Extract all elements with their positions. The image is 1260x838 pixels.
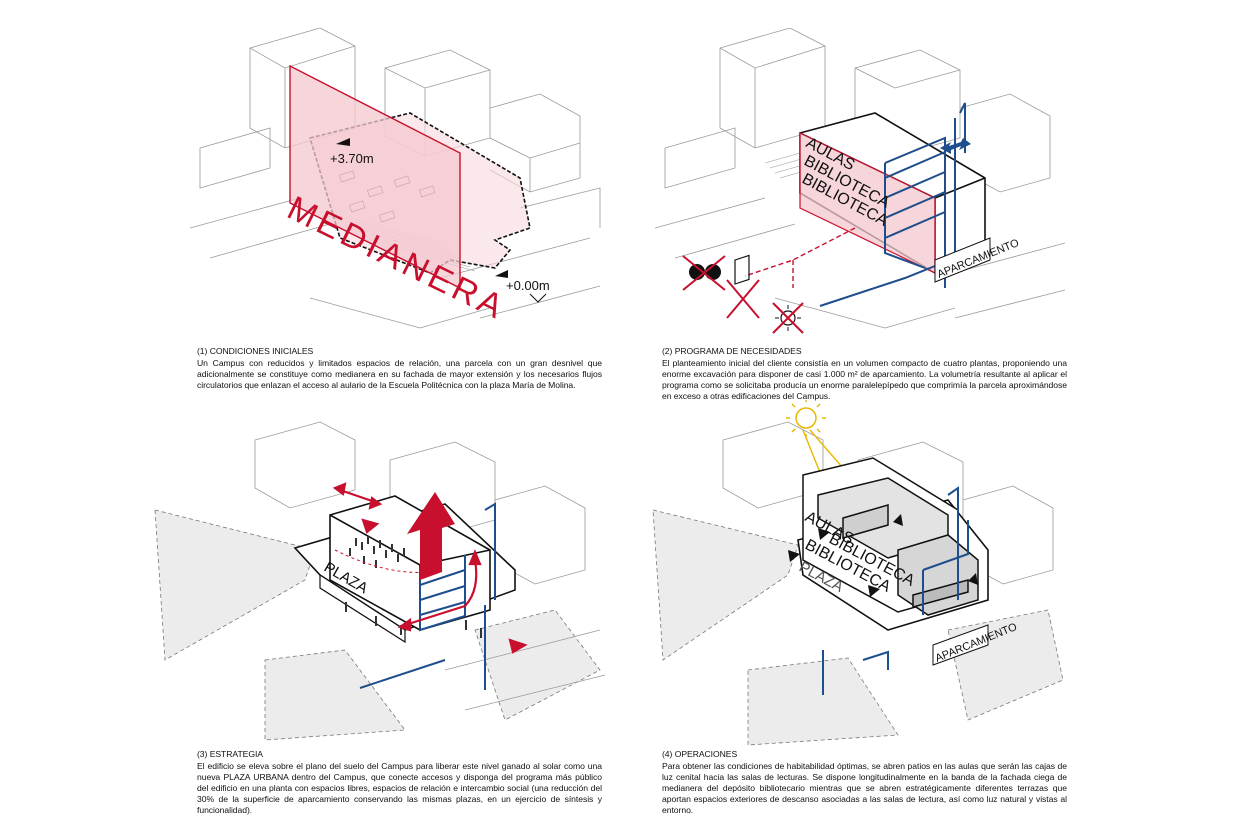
medianera-wall [289, 64, 461, 290]
level-low-marker [495, 270, 547, 303]
black-arrows [788, 514, 978, 597]
panel-title: (1) CONDICIONES INICIALES [197, 346, 314, 356]
red-dashed-links [744, 227, 856, 288]
sun-crossed-icon [772, 302, 804, 334]
diagram-condiciones-iniciales: MEDIANERA +3.70m +0.00m [190, 28, 601, 329]
panel-body: Un Campus con reducidos y limitados espa… [197, 358, 602, 390]
aparcamiento-box [932, 624, 989, 666]
panel-programa-de-necesidades: AULAS BIBLIOTECA BIBLIOTECA APARCAMIENTO [655, 28, 1075, 401]
red-flow-dashed [334, 549, 446, 573]
level-low-label: +0.00m [506, 278, 550, 293]
panel-body: El edificio se eleva sobre el plano del … [197, 761, 602, 815]
level-high-label: +3.70m [330, 151, 374, 166]
panel-operaciones: AULAS BIBLIOTECA BIBLIOTECA PLAZA APARCA… [648, 400, 1068, 815]
caption-programa-de-necesidades: (2) PROGRAMA DE NECESIDADES El planteami… [662, 346, 1067, 402]
panel-title: (3) ESTRATEGIA [197, 749, 263, 759]
blue-circulation [359, 502, 496, 690]
view-cones [652, 509, 1064, 746]
caption-operaciones: (4) OPERACIONES Para obtener las condici… [662, 749, 1067, 816]
panel-title: (2) PROGRAMA DE NECESIDADES [662, 346, 802, 356]
aparcamiento-box [934, 237, 991, 283]
level-high-marker [336, 138, 350, 146]
panel-condiciones-iniciales: MEDIANERA +3.70m +0.00m (1) CONDICIONES … [190, 28, 610, 390]
panel-title: (4) OPERACIONES [662, 749, 738, 759]
diagram-programa-de-necesidades: AULAS BIBLIOTECA BIBLIOTECA APARCAMIENTO [655, 28, 1066, 334]
binoculars-icon [682, 255, 726, 291]
view-cones [154, 509, 601, 741]
panel-body: Para obtener las condiciones de habitabi… [662, 761, 1067, 815]
red-arrows [332, 482, 528, 654]
people-crowd [345, 536, 482, 638]
building-volume [802, 457, 979, 616]
blue-circulation [822, 486, 969, 695]
window-icon [726, 254, 760, 319]
diagram-estrategia: PLAZA [154, 421, 606, 741]
blue-circulation [819, 102, 966, 307]
panel-estrategia: PLAZA (3) ESTRATEGIA El edificio se elev… [145, 420, 610, 815]
width-arrow-icon [940, 138, 971, 154]
caption-condiciones-iniciales: (1) CONDICIONES INICIALES Un Campus con … [197, 346, 602, 391]
panel-body: El planteamiento inicial del cliente con… [662, 358, 1067, 401]
diagram-operaciones: AULAS BIBLIOTECA BIBLIOTECA PLAZA APARCA… [652, 400, 1064, 746]
caption-estrategia: (3) ESTRATEGIA El edificio se eleva sobr… [197, 749, 602, 816]
sun-icon [786, 400, 826, 438]
up-arrow-icon [407, 492, 455, 580]
